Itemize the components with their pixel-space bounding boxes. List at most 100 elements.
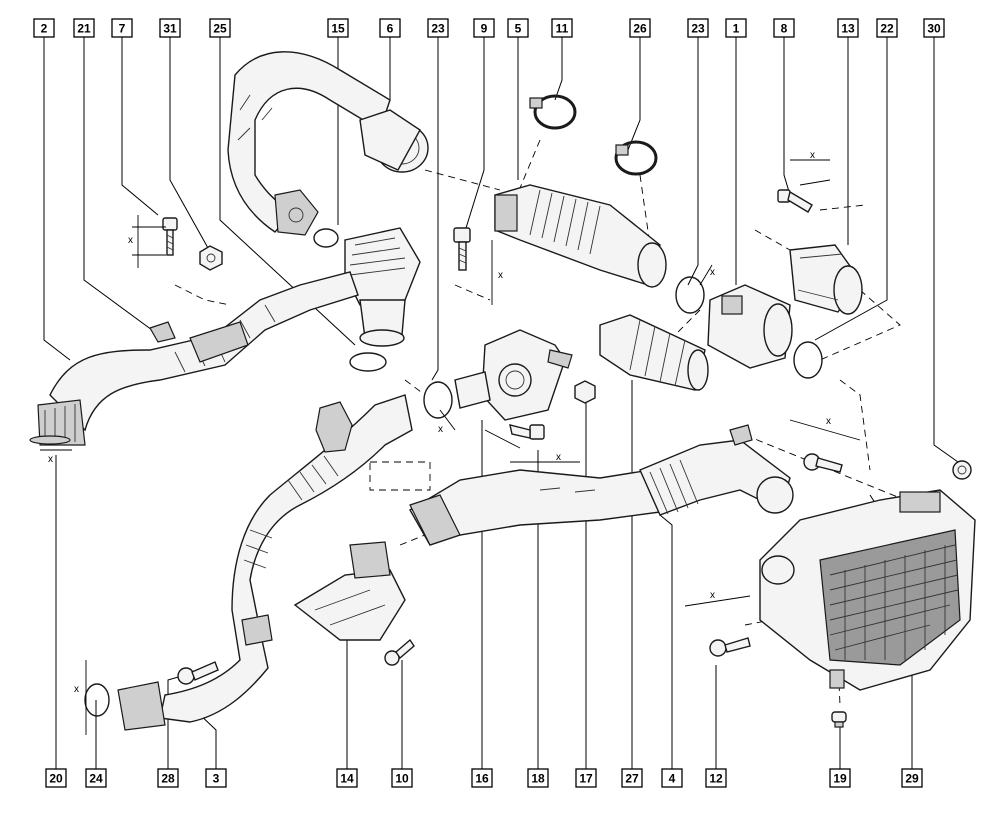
callout-1: 1 xyxy=(725,18,747,38)
dim-label: x xyxy=(556,452,561,463)
intercooler-29 xyxy=(759,489,976,691)
callout-29: 29 xyxy=(901,768,923,788)
sensor-hose-3 xyxy=(315,401,353,453)
lower-intake-pipe-4 xyxy=(409,439,794,546)
dim-label: x xyxy=(48,454,53,465)
callout-number: 27 xyxy=(625,772,639,786)
throttle-housing-16 xyxy=(454,329,573,421)
upper-intake-duct xyxy=(227,51,429,236)
bolt-10 xyxy=(384,638,415,666)
o-ring-15 xyxy=(313,228,339,248)
callout-number: 15 xyxy=(331,22,345,36)
callout-number: 6 xyxy=(387,22,394,36)
boot-27 xyxy=(599,314,709,391)
dimension-markers: x x x x x x x x x x xyxy=(40,150,861,735)
callout-13: 13 xyxy=(837,18,859,38)
callout-number: 5 xyxy=(515,22,522,36)
o-ring-23-right xyxy=(675,276,705,314)
washer-30 xyxy=(952,460,972,480)
callout-21: 21 xyxy=(73,18,95,38)
callout-23: 23 xyxy=(687,18,709,38)
callout-number: 18 xyxy=(531,772,545,786)
callout-number: 16 xyxy=(475,772,489,786)
dim-label: x xyxy=(810,150,815,161)
dim-label: x xyxy=(826,416,831,427)
o-ring-23-left xyxy=(423,381,453,419)
dim-label: x xyxy=(438,424,443,435)
callout-number: 3 xyxy=(213,772,220,786)
bolt-12 xyxy=(709,637,751,657)
bracket-21 xyxy=(149,321,176,343)
callout-15: 15 xyxy=(327,18,349,38)
callout-number: 11 xyxy=(556,22,569,36)
callout-number: 31 xyxy=(163,22,177,36)
bolt-upper-cooler xyxy=(803,453,843,473)
corrugated-hose-5 xyxy=(494,184,667,288)
callout-4: 4 xyxy=(661,768,683,788)
dim-label: x xyxy=(74,684,79,695)
plug-19 xyxy=(831,711,847,728)
callout-number: 20 xyxy=(49,772,63,786)
o-ring-22 xyxy=(793,341,823,379)
callout-number: 2 xyxy=(41,22,48,36)
dim-label: x xyxy=(128,235,133,246)
callout-number: 4 xyxy=(669,772,676,786)
heat-shield-14 xyxy=(293,541,406,641)
hose-clamp-11 xyxy=(529,94,577,130)
bolt-8 xyxy=(777,189,813,213)
callout-3: 3 xyxy=(205,768,227,788)
callout-2: 2 xyxy=(33,18,55,38)
callout-number: 23 xyxy=(431,22,445,36)
callout-27: 27 xyxy=(621,768,643,788)
callout-number: 9 xyxy=(481,22,488,36)
callout-8: 8 xyxy=(773,18,795,38)
callout-31: 31 xyxy=(159,18,181,38)
callout-30: 30 xyxy=(923,18,945,38)
dim-label: x xyxy=(710,267,715,278)
callout-number: 21 xyxy=(77,22,91,36)
callout-26: 26 xyxy=(629,18,651,38)
nut-17 xyxy=(574,380,596,404)
callout-6: 6 xyxy=(379,18,401,38)
bolt-7 xyxy=(162,217,178,256)
air-flow-sensor-1 xyxy=(707,284,793,369)
callout-number: 17 xyxy=(579,772,593,786)
callout-number: 10 xyxy=(395,772,409,786)
callout-number: 13 xyxy=(841,22,855,36)
dim-label: x xyxy=(710,590,715,601)
callout-9: 9 xyxy=(473,18,495,38)
bolt-18 xyxy=(509,424,545,440)
callout-number: 24 xyxy=(89,772,103,786)
callout-10: 10 xyxy=(391,768,413,788)
dim-label: x xyxy=(498,270,503,281)
callout-number: 12 xyxy=(709,772,723,786)
hose-clamp-26 xyxy=(614,140,658,176)
turbo-outlet-housing xyxy=(344,227,421,372)
sensor-top-29 xyxy=(729,424,753,446)
callout-number: 26 xyxy=(633,22,647,36)
callout-number: 30 xyxy=(927,22,941,36)
callout-20: 20 xyxy=(45,768,67,788)
leader-lines xyxy=(43,34,959,770)
callout-12: 12 xyxy=(705,768,727,788)
callout-number: 22 xyxy=(880,22,894,36)
callout-number: 23 xyxy=(691,22,705,36)
callout-5: 5 xyxy=(507,18,529,38)
callout-number: 29 xyxy=(905,772,919,786)
callout-number: 28 xyxy=(161,772,175,786)
callout-28: 28 xyxy=(157,768,179,788)
sleeve-13 xyxy=(789,244,863,315)
bolt-28 xyxy=(177,661,219,685)
callout-number: 19 xyxy=(833,772,847,786)
long-intake-hose xyxy=(29,271,359,446)
callout-number: 1 xyxy=(733,22,740,36)
callout-16: 16 xyxy=(471,768,493,788)
callout-11: 11 xyxy=(551,18,573,38)
callout-14: 14 xyxy=(336,768,358,788)
callout-number: 8 xyxy=(781,22,788,36)
bolt-9 xyxy=(453,227,471,271)
callout-number: 25 xyxy=(213,22,227,36)
callout-22: 22 xyxy=(876,18,898,38)
